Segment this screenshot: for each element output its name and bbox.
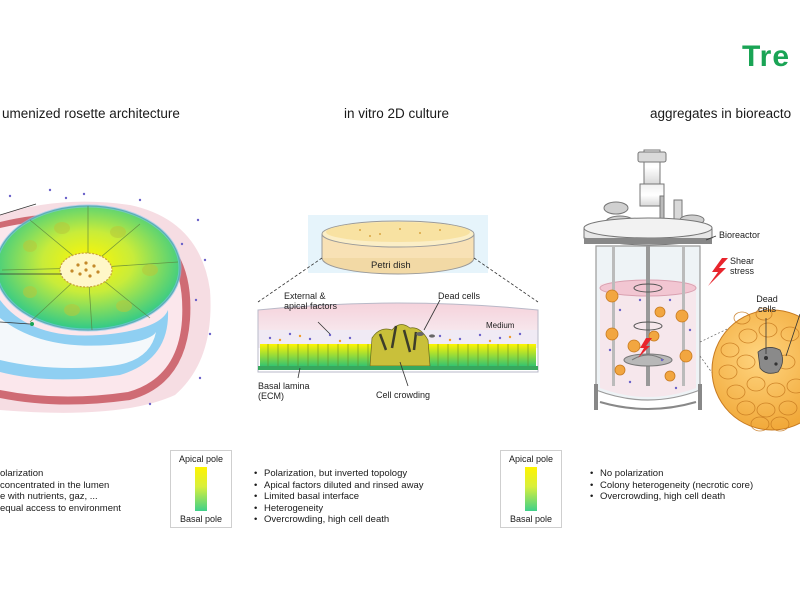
basal-pole-label: Basal pole [509,514,553,524]
cell-crowding-mound [369,324,431,367]
apical-pole-label: Apical pole [508,454,554,464]
list-item: Colony heterogeneity (necrotic core) [590,480,753,492]
basal-lamina [258,366,538,370]
list-item: Limited basal interface [254,491,423,503]
culture2d-bullets: Polarization, but inverted topology Apic… [254,468,423,526]
list-item: concentrated in the lumen [0,480,121,492]
shear-stress-icon [708,258,728,286]
rosette-diagram [0,188,212,413]
list-item: Polarization, but inverted topology [254,468,423,480]
external-apical-factors-label: External & apical factors [284,291,338,311]
list-item: Heterogeneity [254,503,423,515]
dead-cells-label: Dead cells [438,291,481,301]
polarity-gradient-bar [525,467,537,511]
list-item: e with nutrients, gaz, ... [0,491,121,503]
polarity-legend-1: Apical pole Basal pole [170,450,232,528]
bioreactor-panel-title: aggregates in bioreacto [650,106,792,121]
list-item: Overcrowding, high cell death [254,514,423,526]
brand-logo: Tre [742,40,791,73]
list-item: equal access to environment [0,503,121,515]
list-item: Overcrowding, high cell death [590,491,753,503]
necrotic-core [757,347,783,374]
list-item: Apical factors diluted and rinsed away [254,480,423,492]
petri-dish-diagram [257,215,539,303]
2d-culture-crosssection [257,299,539,387]
aggregate-dead-cells-label: Dead cells [756,294,778,314]
polarity-legend-2: Apical pole Basal pole [500,450,562,528]
culture2d-panel-title: in vitro 2D culture [344,106,450,121]
list-item: olarization [0,468,121,480]
rosette-bullets: olarization concentrated in the lumen e … [0,468,121,514]
bioreactor-diagram [583,149,747,421]
shear-stress-label: Shear stress [730,256,755,276]
cell-crowding-label: Cell crowding [376,390,431,400]
list-item: No polarization [590,468,753,480]
medium-label: Medium [486,321,515,330]
bioreactor-bullets: No polarization Colony heterogeneity (ne… [590,468,753,503]
petri-dish-label: Petri dish [371,260,411,271]
bioreactor-label: Bioreactor [719,230,761,240]
shear-stress-icon-inner [638,338,652,358]
polarity-gradient-bar [195,467,207,511]
apical-pole-label: Apical pole [178,454,224,464]
aggregate [711,307,800,432]
rosette-panel-title: umenized rosette architecture [2,106,180,121]
basal-lamina-label: Basal lamina (ECM) [258,381,310,401]
basal-pole-label: Basal pole [179,514,223,524]
